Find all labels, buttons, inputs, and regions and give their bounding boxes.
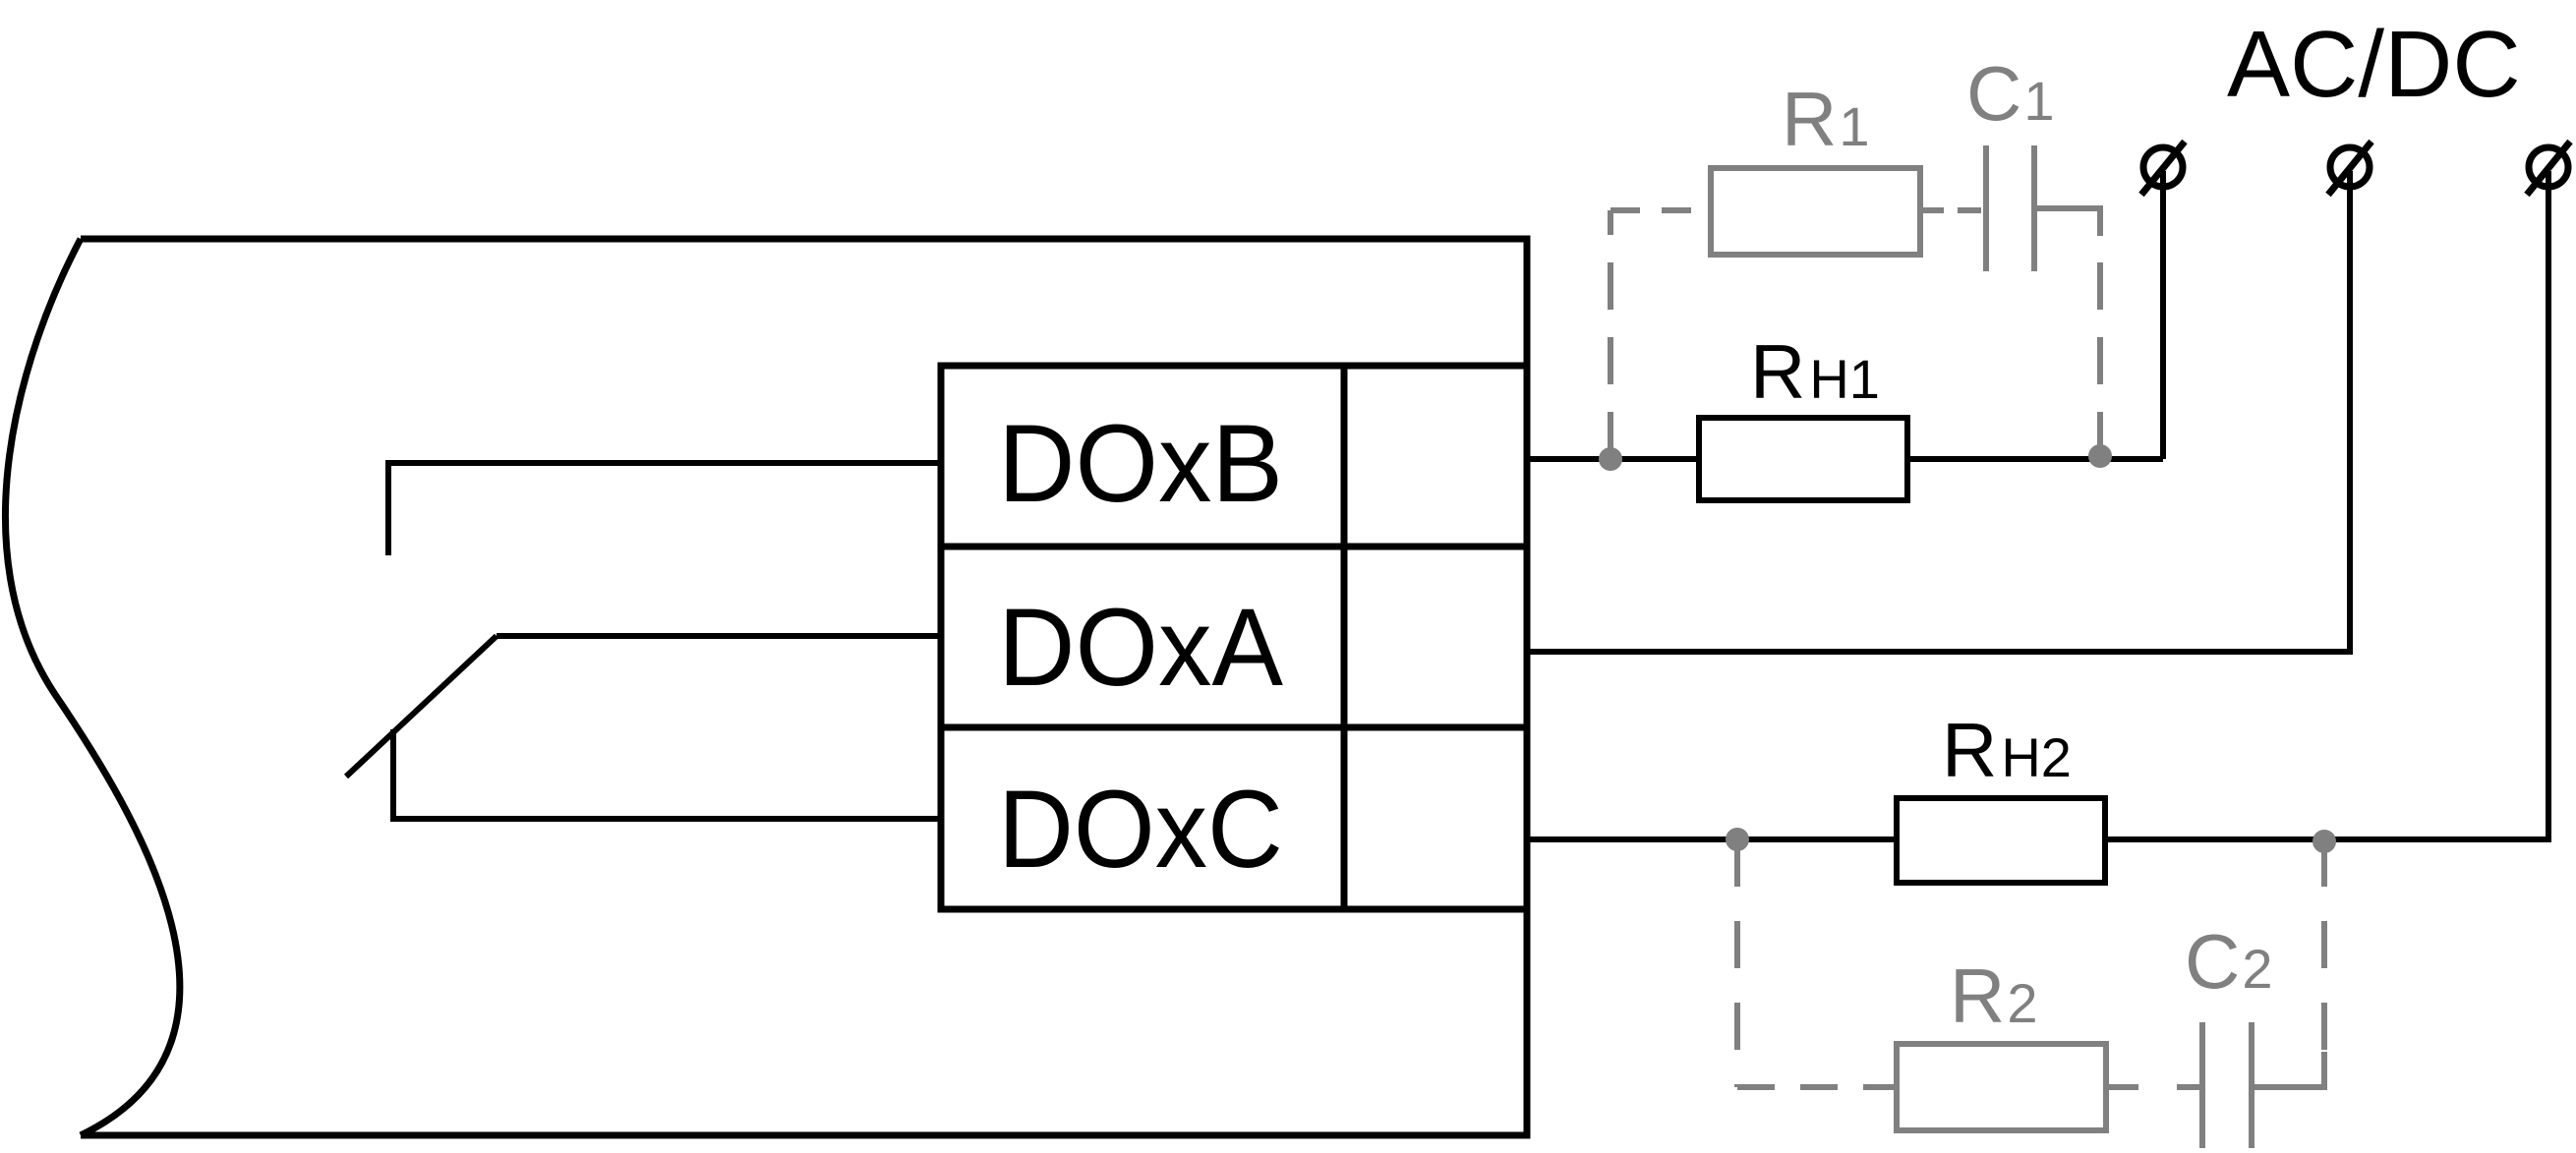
snubber-resistor-r1 [1708,165,1923,258]
contact-c-lead [390,729,941,822]
doxc-label: DOxC [998,768,1283,891]
junction-node [1726,828,1749,851]
supply-label: AC/DC [2227,12,2521,117]
terminal-2-icon [2325,139,2374,198]
terminal-block [937,362,1527,913]
doxb-label: DOxB [998,402,1283,525]
snubber-resistor-r2 [1894,1041,2109,1133]
doxa-label: DOxA [998,586,1283,709]
relay-changeover-contact [343,460,941,822]
r2-label: R2 [1950,952,2038,1039]
junction-node [2313,830,2336,853]
load-resistor-rh1 [1696,415,1910,503]
contact-b-lead [385,460,941,555]
snubber-rc-1 [1608,145,2103,459]
terminal-1-icon [2138,139,2188,198]
snubber-rc-2 [1734,839,2327,1148]
junction-node [2088,444,2112,468]
c2-label: C2 [2185,918,2273,1005]
rh1-label: RH1 [1750,328,1880,415]
terminal-3-icon [2524,139,2573,198]
junction-node [1599,447,1622,471]
external-wiring [1527,171,2551,842]
junction-nodes [1599,444,2336,853]
device-housing [2,235,1531,1139]
switch-blade [343,633,499,779]
supply-terminals [2138,139,2573,198]
c1-label: C1 [1966,50,2055,137]
load-resistor-rh2 [1894,795,2108,886]
r1-label: R1 [1782,76,1870,162]
rh2-label: RH2 [1942,707,2072,793]
